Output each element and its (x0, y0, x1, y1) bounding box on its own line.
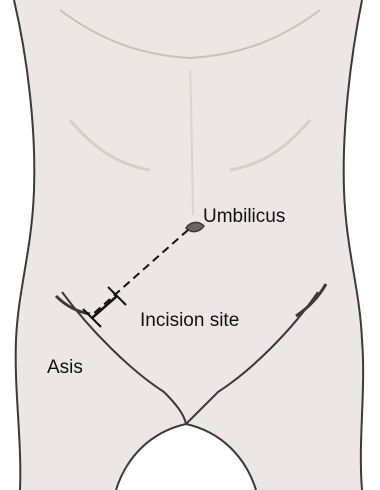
label-umbilicus: Umbilicus (203, 206, 285, 227)
torso-skin (14, 0, 363, 490)
label-asis: Asis (47, 357, 83, 378)
label-incision-site: Incision site (140, 310, 239, 331)
